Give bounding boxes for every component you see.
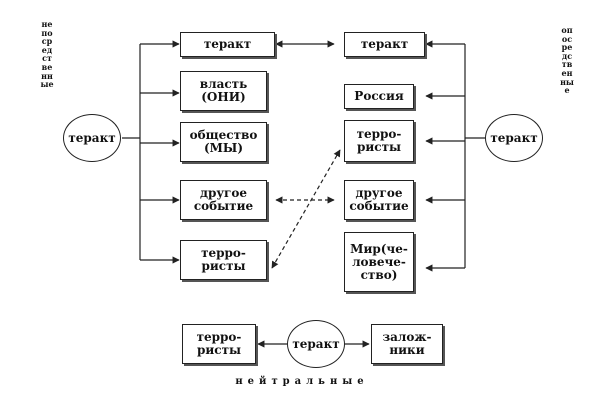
left-circle-teract: теракт (63, 114, 121, 162)
right-box-teract: теракт (344, 32, 425, 57)
right-box-other-event: другое событие (344, 180, 414, 220)
link-terrorists-diagonal (271, 149, 341, 269)
left-box-terrorists: терро- ристы (180, 240, 267, 280)
right-circle-teract: теракт (485, 114, 543, 162)
right-vertical-label: опосредственные (560, 25, 574, 96)
right-box-terrorists: терро- ристы (344, 120, 414, 162)
left-vertical-label: непосредственные (40, 19, 54, 90)
bottom-circle-teract: теракт (287, 320, 345, 368)
left-box-society: общество (МЫ) (180, 122, 267, 162)
right-box-world: Мир(че- ловече- ство) (344, 232, 414, 292)
bottom-label-neutral: нейтральные (235, 376, 369, 387)
left-box-other-event: другое событие (180, 180, 267, 220)
bottom-box-terrorists: терро- ристы (182, 324, 256, 364)
left-box-teract: теракт (180, 32, 275, 57)
bottom-box-hostages: залож- ники (371, 324, 443, 364)
left-box-power: власть (ОНИ) (180, 71, 267, 111)
right-box-russia: Россия (344, 84, 414, 109)
